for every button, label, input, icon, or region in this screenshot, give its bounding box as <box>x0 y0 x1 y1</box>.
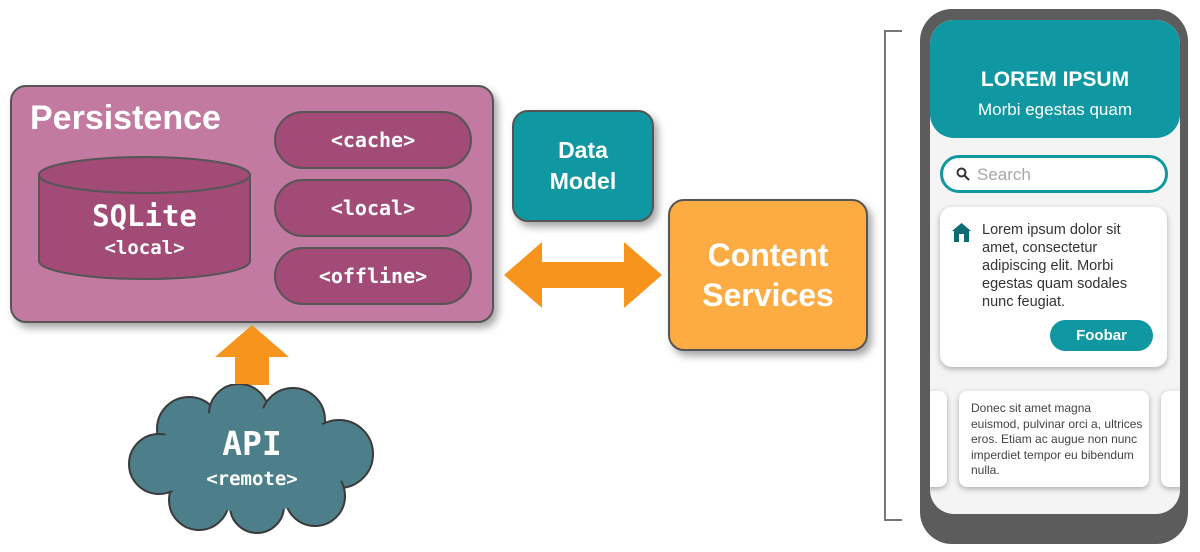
offline-mode: <offline> <box>274 247 472 305</box>
carousel-card-next[interactable] <box>1161 391 1180 487</box>
card-text: Lorem ipsum dolor sit amet, consectetur … <box>982 222 1128 310</box>
persistence-title: Persistence <box>30 99 221 137</box>
content-services-label: Content Services <box>702 235 834 315</box>
database-name: SQLite <box>92 199 197 233</box>
data-model-line-2: Model <box>549 168 617 194</box>
cache-mode: <cache> <box>274 111 472 169</box>
persistence-box: Persistence SQLite <local> <cache> <loca… <box>10 85 494 323</box>
data-model-box: Data Model <box>512 110 654 222</box>
content-card: Lorem ipsum dolor sit amet, consectetur … <box>940 207 1167 367</box>
carousel-card-text: Donec sit amet magna euismod, pulvinar o… <box>971 401 1143 477</box>
database-scope: <local> <box>104 237 185 259</box>
api-scope: <remote> <box>206 468 298 490</box>
search-icon <box>956 167 970 181</box>
cloud-icon <box>128 384 374 534</box>
carousel-card[interactable]: Donec sit amet magna euismod, pulvinar o… <box>959 391 1149 487</box>
foobar-button[interactable]: Foobar <box>1050 320 1153 351</box>
sqlite-database: SQLite <local> <box>37 155 252 281</box>
api-name: API <box>222 424 282 463</box>
app-subtitle: Morbi egestas quam <box>977 100 1133 119</box>
data-model-line-1: Data <box>558 137 608 163</box>
app-title: LOREM IPSUM <box>980 68 1130 91</box>
app-header: LOREM IPSUM Morbi egestas quam <box>930 20 1180 138</box>
content-services-line-2: Services <box>702 277 834 313</box>
content-services-box: Content Services <box>668 199 868 351</box>
carousel-card-prev[interactable] <box>930 391 947 487</box>
api-cloud: API <remote> <box>127 384 377 534</box>
bracket <box>884 30 902 521</box>
home-icon <box>952 223 971 242</box>
local-mode: <local> <box>274 179 472 237</box>
phone-screen: LOREM IPSUM Morbi egestas quam Lorem ips… <box>930 20 1180 514</box>
data-model-label: Data Model <box>550 135 616 197</box>
content-services-line-1: Content <box>707 237 829 273</box>
search-input[interactable] <box>977 163 1157 187</box>
search-bar[interactable] <box>940 155 1168 193</box>
up-arrow-icon <box>215 325 289 385</box>
double-arrow-icon <box>504 242 662 308</box>
database-cylinder-icon <box>38 156 251 280</box>
